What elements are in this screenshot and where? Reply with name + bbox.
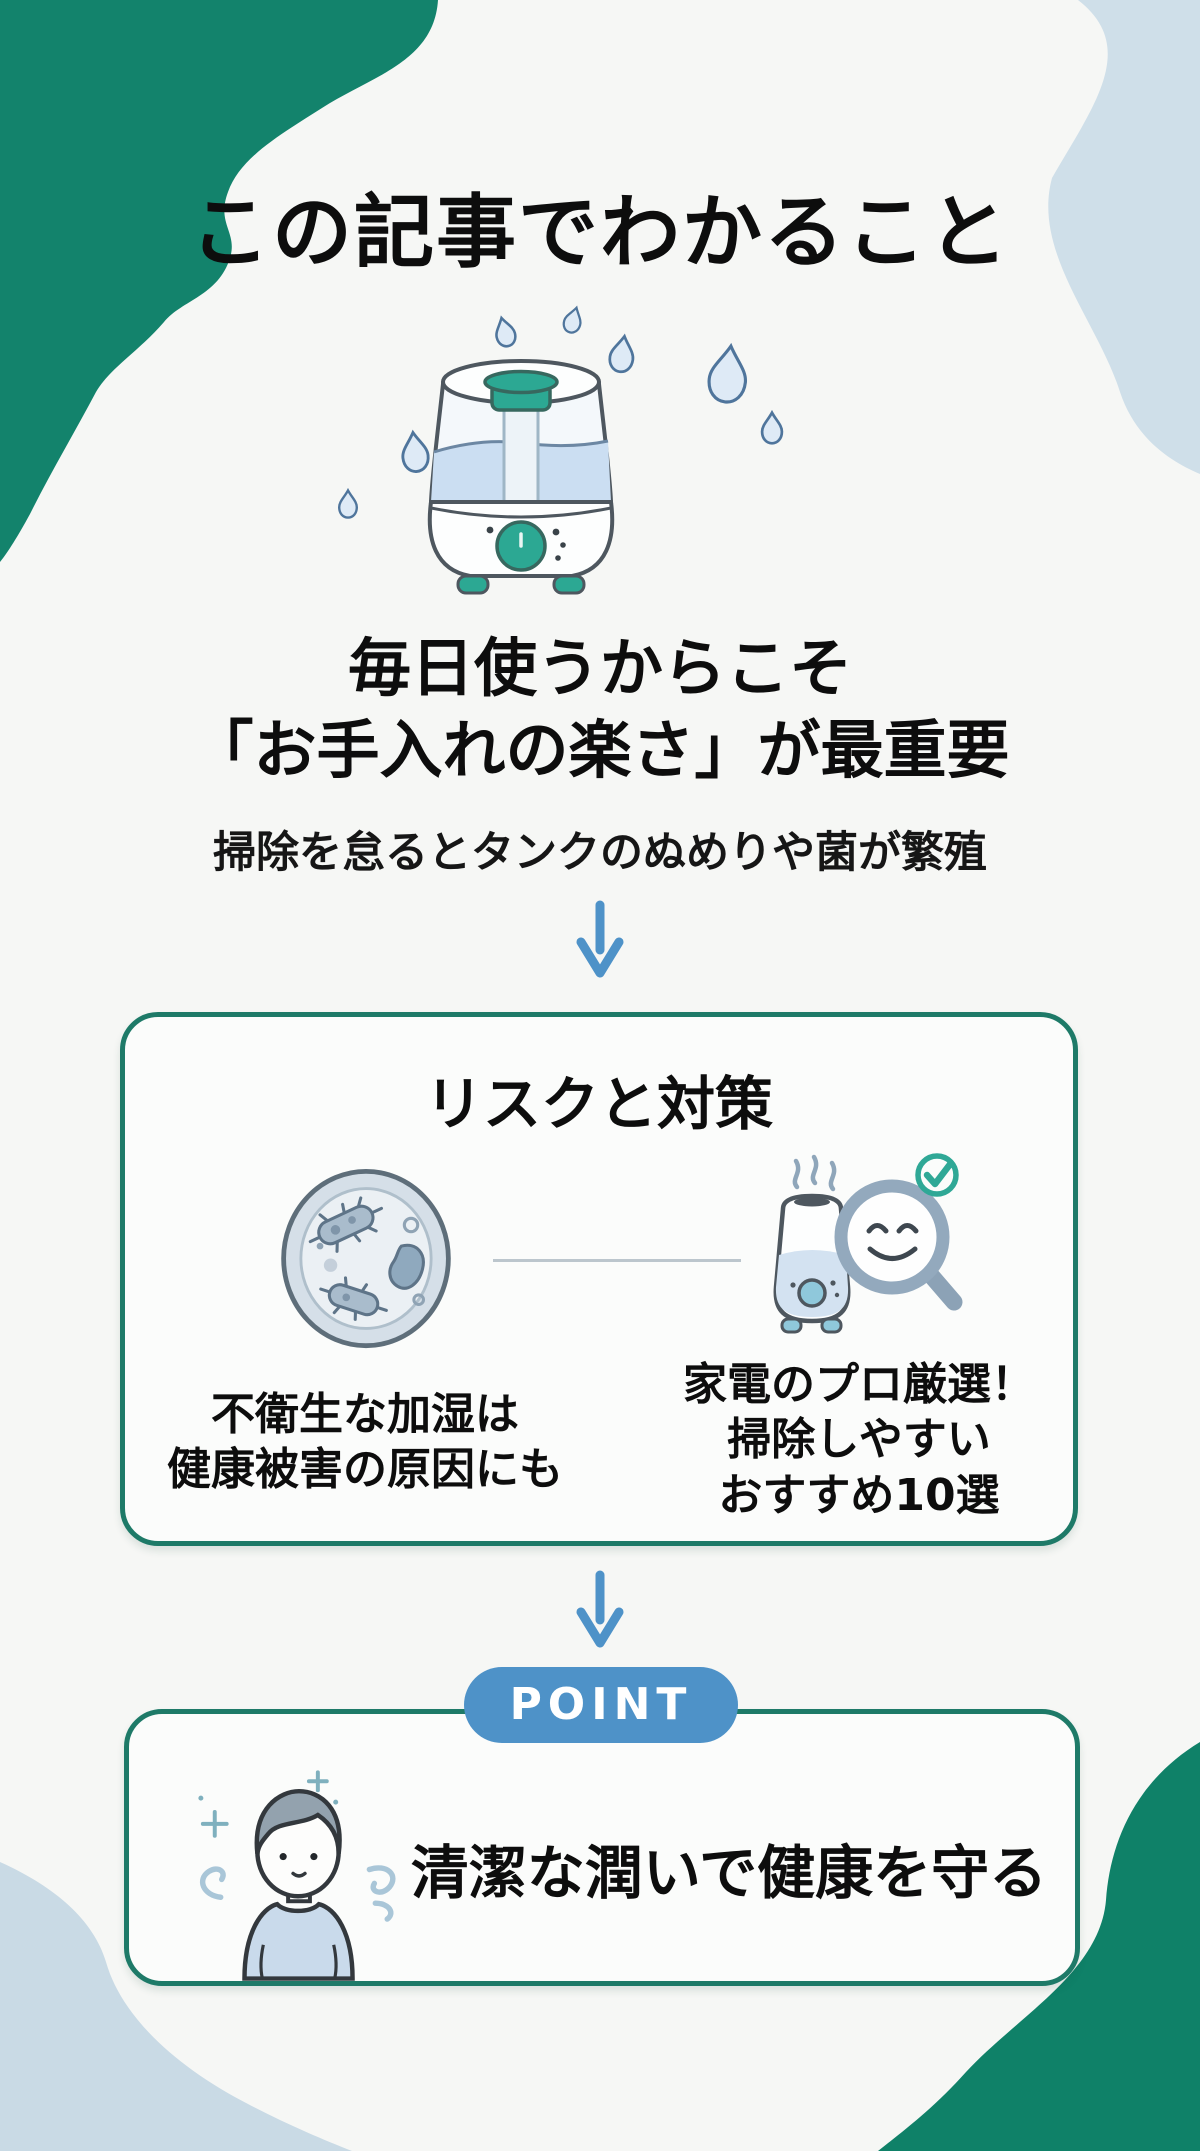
risk-right-caption: 家電のプロ厳選！ 掃除しやすい おすすめ10選 [637,1357,1081,1523]
risk-right-caption-line2: 掃除しやすい [727,1414,991,1466]
subheadline: 掃除を怠るとタンクのぬめりや菌が繁殖 [213,828,987,878]
breeze-swirl-icons [199,1865,396,1922]
risk-left-caption: 不衛生な加湿は 健康被害の原因にも [143,1387,587,1498]
blob-bottom-right [878,1742,1200,2151]
blob-top-left [0,0,438,562]
connector-line [493,1259,741,1262]
point-box: 清潔な潤いで健康を守る [124,1709,1080,1986]
down-arrow-icon [576,900,624,978]
person-figure [242,1788,355,1981]
risk-right-caption-line3: おすすめ10選 [718,1469,1000,1521]
blob-top-right [1048,0,1200,474]
petri-dish-icon [281,1168,451,1349]
page-title: この記事でわかること [190,186,1010,279]
headline-line1: 毎日使うからこそ [348,632,852,705]
down-arrow-icon [576,1570,624,1648]
headline-line2: 「お手入れの楽さ」が最重要 [190,713,1010,787]
risk-left-caption-line2: 健康被害の原因にも [167,1444,563,1496]
humidifier-magnifier-icon [773,1153,963,1334]
point-text: 清潔な潤いで健康を守る [410,1839,1048,1907]
smiley-face [866,1223,919,1261]
steam-icon [792,1154,837,1192]
blob-bottom-left [0,1862,352,2151]
risk-box-title: リスクと対策 [424,1070,773,1138]
risk-box: リスクと対策 [120,1012,1078,1546]
risk-right-caption-line1: 家電のプロ厳選！ [683,1359,1035,1410]
humidifier-base [427,500,615,595]
point-badge: POINT [464,1667,738,1743]
sparkle-icons [198,1770,339,1838]
magnifier-icon [834,1179,963,1311]
humidifier-tank [428,359,614,504]
headline: 毎日使うからこそ 「お手入れの楽さ」が最重要 [0,628,1200,792]
checkmark-icon [915,1153,959,1197]
person-fresh-air-icon [198,1770,396,1981]
risk-left-caption-line1: 不衛生な加湿は [211,1389,519,1440]
humidifier-icon [338,304,784,595]
small-humidifier [773,1193,851,1334]
